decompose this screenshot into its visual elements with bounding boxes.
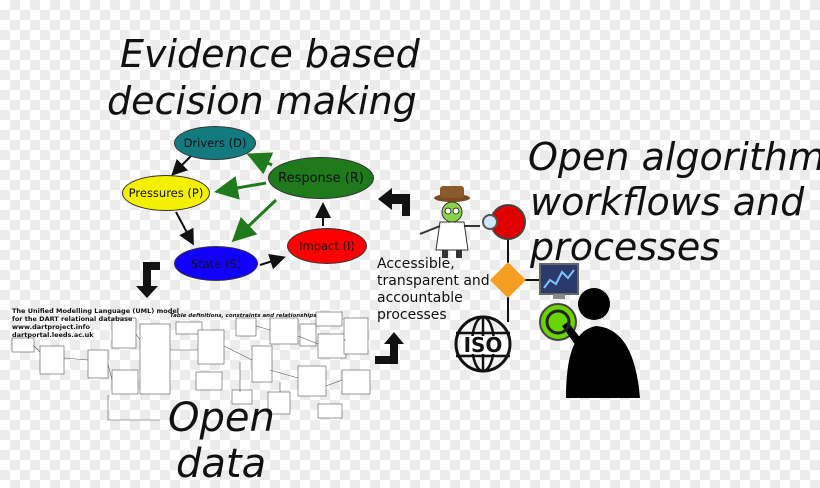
iso-label: ISO (464, 333, 503, 357)
title-evidence-line2: decision making (107, 79, 417, 123)
title-algorithm-line1: Open algorithm (528, 135, 820, 179)
iso-globe-icon: ISO (454, 315, 512, 373)
accountable-processes-note: Accessible, transparent and accountable … (377, 256, 490, 323)
workflow-decision-node (490, 262, 526, 298)
scientist-icon (419, 186, 498, 258)
title-algorithm-line3: processes (530, 225, 721, 269)
arrow-pressures-to-state (175, 211, 194, 246)
node-impact: Impact (I) (287, 228, 367, 264)
node-drivers: Drivers (D) (174, 126, 256, 160)
arrow-drivers-to-pressures (171, 154, 193, 176)
corner-arrow-left-icon (378, 188, 410, 216)
node-response: Response (R) (268, 157, 374, 199)
uml-heading-line3: www.dartproject.info (12, 323, 90, 331)
uml-heading: The Unified Modelling Language (UML) mod… (12, 307, 179, 339)
magnifier-glass-icon (545, 309, 571, 335)
arrow-response-to-pressures (214, 176, 267, 200)
arrow-response-to-state (231, 198, 278, 243)
corner-arrow-down-icon (136, 262, 160, 298)
uml-diagram-thumbnail (11, 311, 371, 421)
title-evidence-line1: Evidence based (120, 32, 420, 76)
arrow-response-to-drivers (246, 152, 274, 175)
node-state: State (S) (174, 246, 258, 281)
title-data-line2: data (176, 441, 267, 487)
monitor-chart-icon (539, 263, 579, 299)
uml-heading-line1: The Unified Modelling Language (UML) mod… (12, 307, 179, 315)
node-pressures: Pressures (P) (122, 175, 210, 211)
investigator-silhouette-icon (562, 288, 640, 398)
uml-subheading: Table definitions, constraints and relat… (170, 313, 317, 319)
title-algorithm-line2: workflows and (530, 180, 805, 224)
uml-heading-line2: for the DART relational database (12, 315, 133, 323)
arrow-state-to-impact (259, 254, 286, 270)
uml-heading-line4: dartportal.leeds.ac.uk (12, 331, 94, 339)
corner-arrow-up-icon (375, 332, 404, 364)
title-data-line1: Open (168, 395, 275, 441)
